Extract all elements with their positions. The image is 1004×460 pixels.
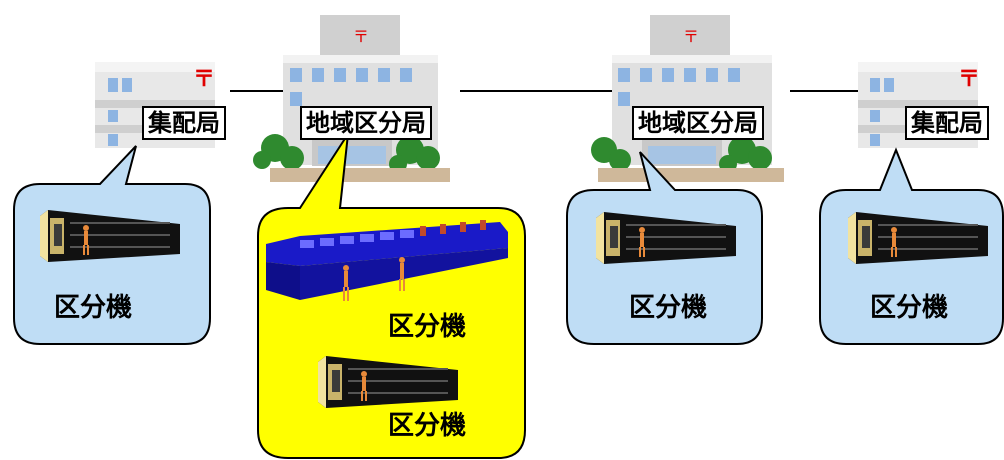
sorting-machine-caption-3: 区分機	[629, 293, 708, 323]
sorting-machine-caption-2a: 区分機	[388, 312, 467, 342]
regional-sorting-office-label-1: 地域区分局	[300, 106, 432, 140]
regional-sorting-office-building-1: 〒	[253, 15, 450, 182]
collection-office-label-right: 集配局	[905, 106, 989, 140]
sorting-machine-caption-1: 区分機	[54, 293, 133, 323]
sorting-machine-caption-2b: 区分機	[388, 411, 467, 441]
sorting-machine-caption-4: 区分機	[870, 293, 949, 323]
collection-office-label-left: 集配局	[142, 106, 226, 140]
regional-sorting-office-building-2: 〒	[591, 15, 784, 182]
postal-mark-icon: 〒	[958, 67, 980, 92]
regional-sorting-office-label-2: 地域区分局	[632, 106, 764, 140]
large-sorting-machine-icon	[266, 220, 508, 301]
postal-mark-icon: 〒	[353, 27, 369, 46]
postal-mark-icon: 〒	[683, 27, 699, 46]
postal-mark-icon: 〒	[193, 67, 215, 92]
